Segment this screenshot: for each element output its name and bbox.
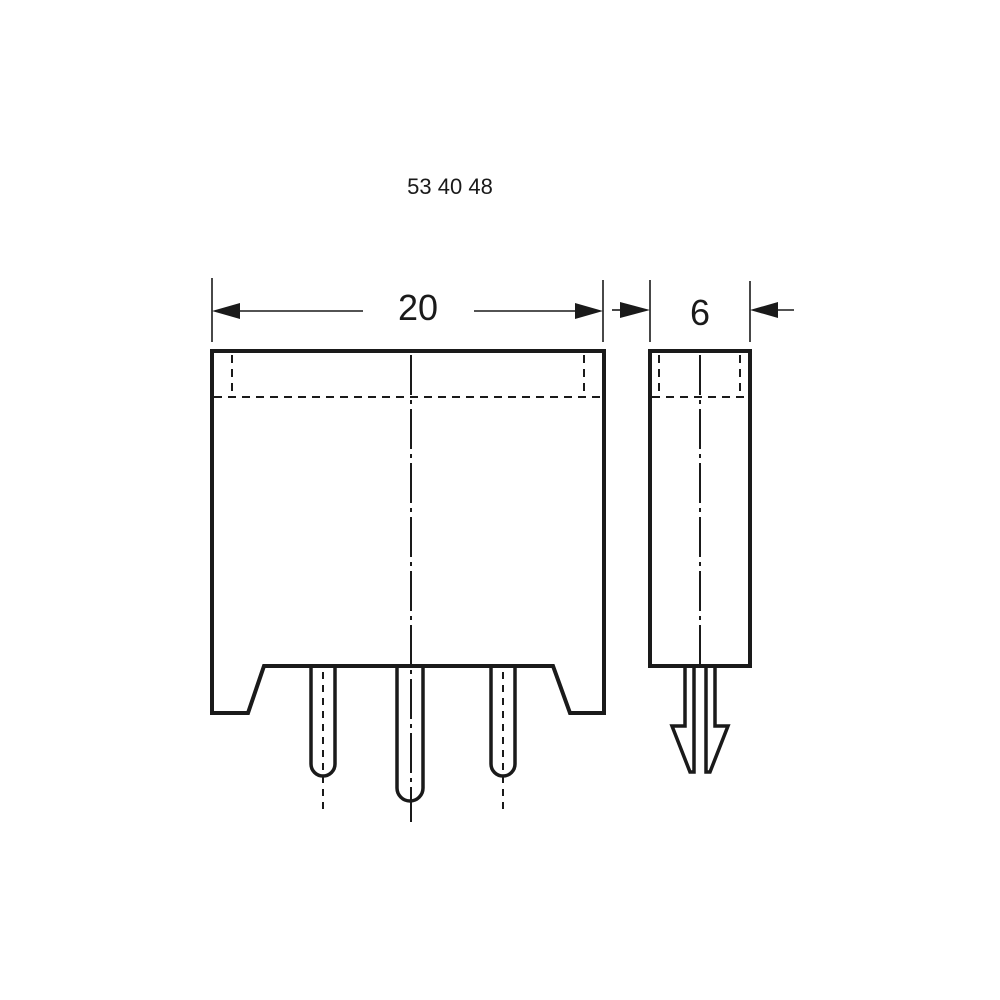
pin-right xyxy=(489,668,517,810)
arrow-left-icon xyxy=(750,302,778,318)
side-view: 6 xyxy=(612,280,794,774)
pin-left xyxy=(309,668,337,810)
pin-center xyxy=(395,668,425,803)
thickness-dimension-value: 6 xyxy=(690,292,710,333)
pin-center-outline xyxy=(395,668,425,803)
arrow-right-icon xyxy=(620,302,650,318)
latch-right-outline xyxy=(704,668,731,774)
latch-left-outline xyxy=(669,668,696,774)
thickness-dimension: 6 xyxy=(612,292,794,333)
front-body-outline xyxy=(210,349,606,715)
pin-left-outline xyxy=(309,668,337,778)
arrow-left-icon xyxy=(212,303,240,319)
width-dimension-value: 20 xyxy=(398,287,438,328)
part-number-label: 53 40 48 xyxy=(407,174,493,199)
arrow-right-icon xyxy=(575,303,603,319)
width-dimension: 20 xyxy=(212,287,603,328)
pin-right-outline xyxy=(489,668,517,778)
snap-latch xyxy=(669,668,731,774)
front-view: 20 xyxy=(210,278,606,822)
side-body-outline xyxy=(648,349,752,668)
